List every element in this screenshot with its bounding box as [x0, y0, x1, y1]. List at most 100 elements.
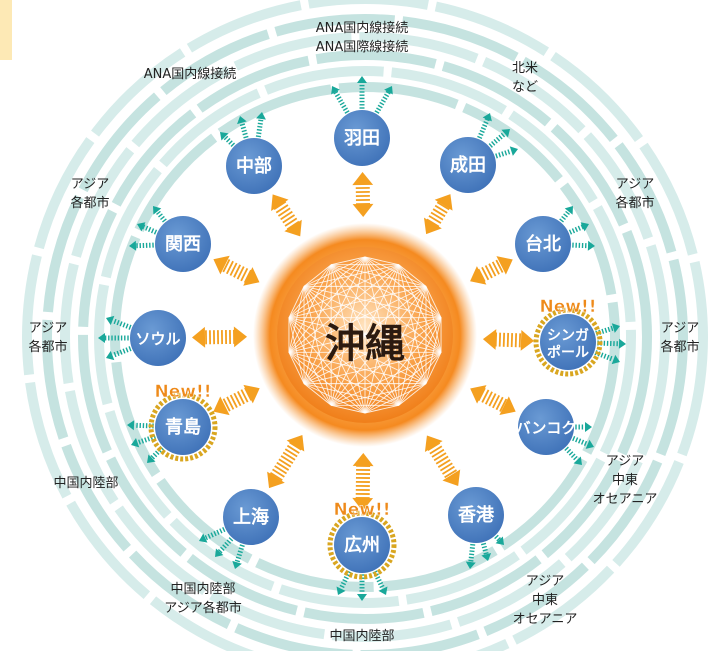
connection-arrow-group: [98, 76, 626, 601]
hub-web-line: [398, 264, 427, 287]
hub-web-line: [330, 317, 442, 406]
connection-label-line: ANA国際線接続: [316, 39, 409, 55]
city-node-group: 羽田成田台北シンガポールNew!!バンコク香港広州New!!上海青島New!!ソ…: [130, 110, 603, 580]
hub-web-line: [364, 286, 427, 414]
hub-arrow-singapore: [482, 329, 535, 351]
new-ring: [148, 392, 218, 462]
hub-arrow-kansai: [213, 255, 260, 286]
city-circle: [540, 314, 596, 370]
hub-web-line: [398, 317, 442, 406]
city-circle: [155, 399, 211, 455]
hub-web-line: [303, 264, 399, 287]
hub-arrow-taipei: [470, 256, 513, 285]
connection-arrow-taipei: [559, 206, 573, 223]
connection-label-taipei: アジア各都市: [615, 177, 654, 211]
new-ring: [327, 510, 397, 580]
hub-web-line: [364, 404, 399, 414]
connection-arrow-taipei: [568, 222, 589, 235]
connection-arrow-bangkok: [575, 422, 592, 432]
hub-web-line: [303, 351, 442, 385]
connection-label-line: ANA国内線接続: [144, 66, 237, 82]
city-label: 中部: [236, 155, 272, 177]
hub-web-line: [364, 256, 442, 318]
city-label: 羽田: [344, 128, 380, 149]
connection-label-line: オセアニア: [513, 612, 578, 627]
hub-arrow-group: [191, 171, 535, 512]
city-label-line: ポール: [547, 344, 589, 361]
connection-arrow-kansai: [153, 206, 167, 223]
hub-web-line: [303, 264, 332, 384]
connection-arrow-haneda: [357, 76, 367, 109]
new-ring: [533, 307, 603, 377]
connection-arrow-haneda: [374, 86, 393, 114]
hub-web-line: [288, 286, 305, 353]
hub-web-line: [288, 264, 400, 353]
connection-arrow-narita: [495, 146, 518, 159]
city-label: 台北: [525, 233, 561, 255]
hub-web-line: [303, 286, 332, 406]
hub-web-line: [288, 256, 366, 318]
hub-web-line: [288, 286, 305, 318]
connection-label-line: オセアニア: [593, 492, 658, 507]
ring-band: [60, 32, 670, 642]
city-label: 青島: [165, 416, 201, 438]
hub-web-line: [288, 352, 332, 406]
hub-web-line: [331, 256, 366, 266]
city-node-narita: 成田: [440, 137, 496, 193]
connection-arrow-taipei: [572, 240, 595, 251]
new-badge: New!!: [540, 297, 597, 317]
connection-label-kansai: アジア各都市: [70, 177, 109, 211]
connection-label-line: アジア: [526, 574, 564, 589]
connection-label-line: 各都市: [660, 339, 699, 355]
connection-label-seoul: アジア各都市: [28, 321, 67, 355]
city-node-seoul: ソウル: [130, 310, 186, 366]
connection-arrow-seoul: [98, 333, 129, 343]
connection-label-qingdao: 中国内陸部: [53, 475, 118, 491]
city-circle: [334, 517, 390, 573]
hub-arrow-shanghai: [267, 435, 305, 489]
hub-web-line: [398, 264, 442, 353]
connection-label-line: 中東: [532, 592, 558, 608]
city-label: 成田: [450, 154, 486, 176]
city-label: 広州: [344, 534, 380, 556]
connection-arrow-shanghai: [232, 544, 245, 569]
connection-arrow-shanghai: [199, 527, 226, 543]
connection-label-line: 北米: [512, 61, 538, 76]
connection-label-group: ANA国内線接続ANA国際線接続北米などアジア各都市アジア各都市アジア中東オセア…: [28, 20, 699, 644]
city-node-haneda: 羽田: [334, 110, 390, 166]
connection-arrow-narita: [477, 113, 492, 139]
hub-web-line: [288, 317, 427, 385]
city-circle: [515, 216, 571, 272]
hub-web-line: [364, 256, 427, 384]
city-node-kansai: 関西: [155, 216, 211, 272]
connection-label-line: アジア各都市: [164, 600, 241, 616]
connection-label-line: 中国内陸部: [329, 628, 394, 644]
connection-arrow-seoul: [106, 315, 132, 330]
hub-web-line: [288, 317, 366, 414]
connection-arrow-seoul: [106, 346, 132, 361]
city-circle: [334, 110, 390, 166]
connection-arrow-hongkong: [480, 542, 492, 561]
hub-arrow-haneda: [352, 171, 374, 218]
hub-web-line: [288, 264, 332, 353]
connection-arrow-chubu: [237, 116, 249, 139]
hub-web-line: [288, 317, 332, 406]
connection-label-line: など: [512, 80, 538, 95]
hub-web-line: [303, 264, 332, 287]
connection-label-guangzhou: 中国内陸部: [329, 628, 394, 644]
hub-web-line: [288, 352, 305, 384]
city-circle: [518, 399, 574, 455]
hub-web-line: [288, 285, 427, 319]
hub-web-line: [303, 383, 332, 406]
hub-web-line: [303, 383, 399, 406]
hub-web-line: [330, 264, 442, 353]
hub-arrow-hongkong: [424, 435, 461, 487]
connection-arrow-kansai: [129, 240, 154, 251]
ring-band: [78, 50, 652, 624]
connection-arrow-hongkong: [465, 543, 476, 569]
hub-web-line: [330, 264, 442, 319]
